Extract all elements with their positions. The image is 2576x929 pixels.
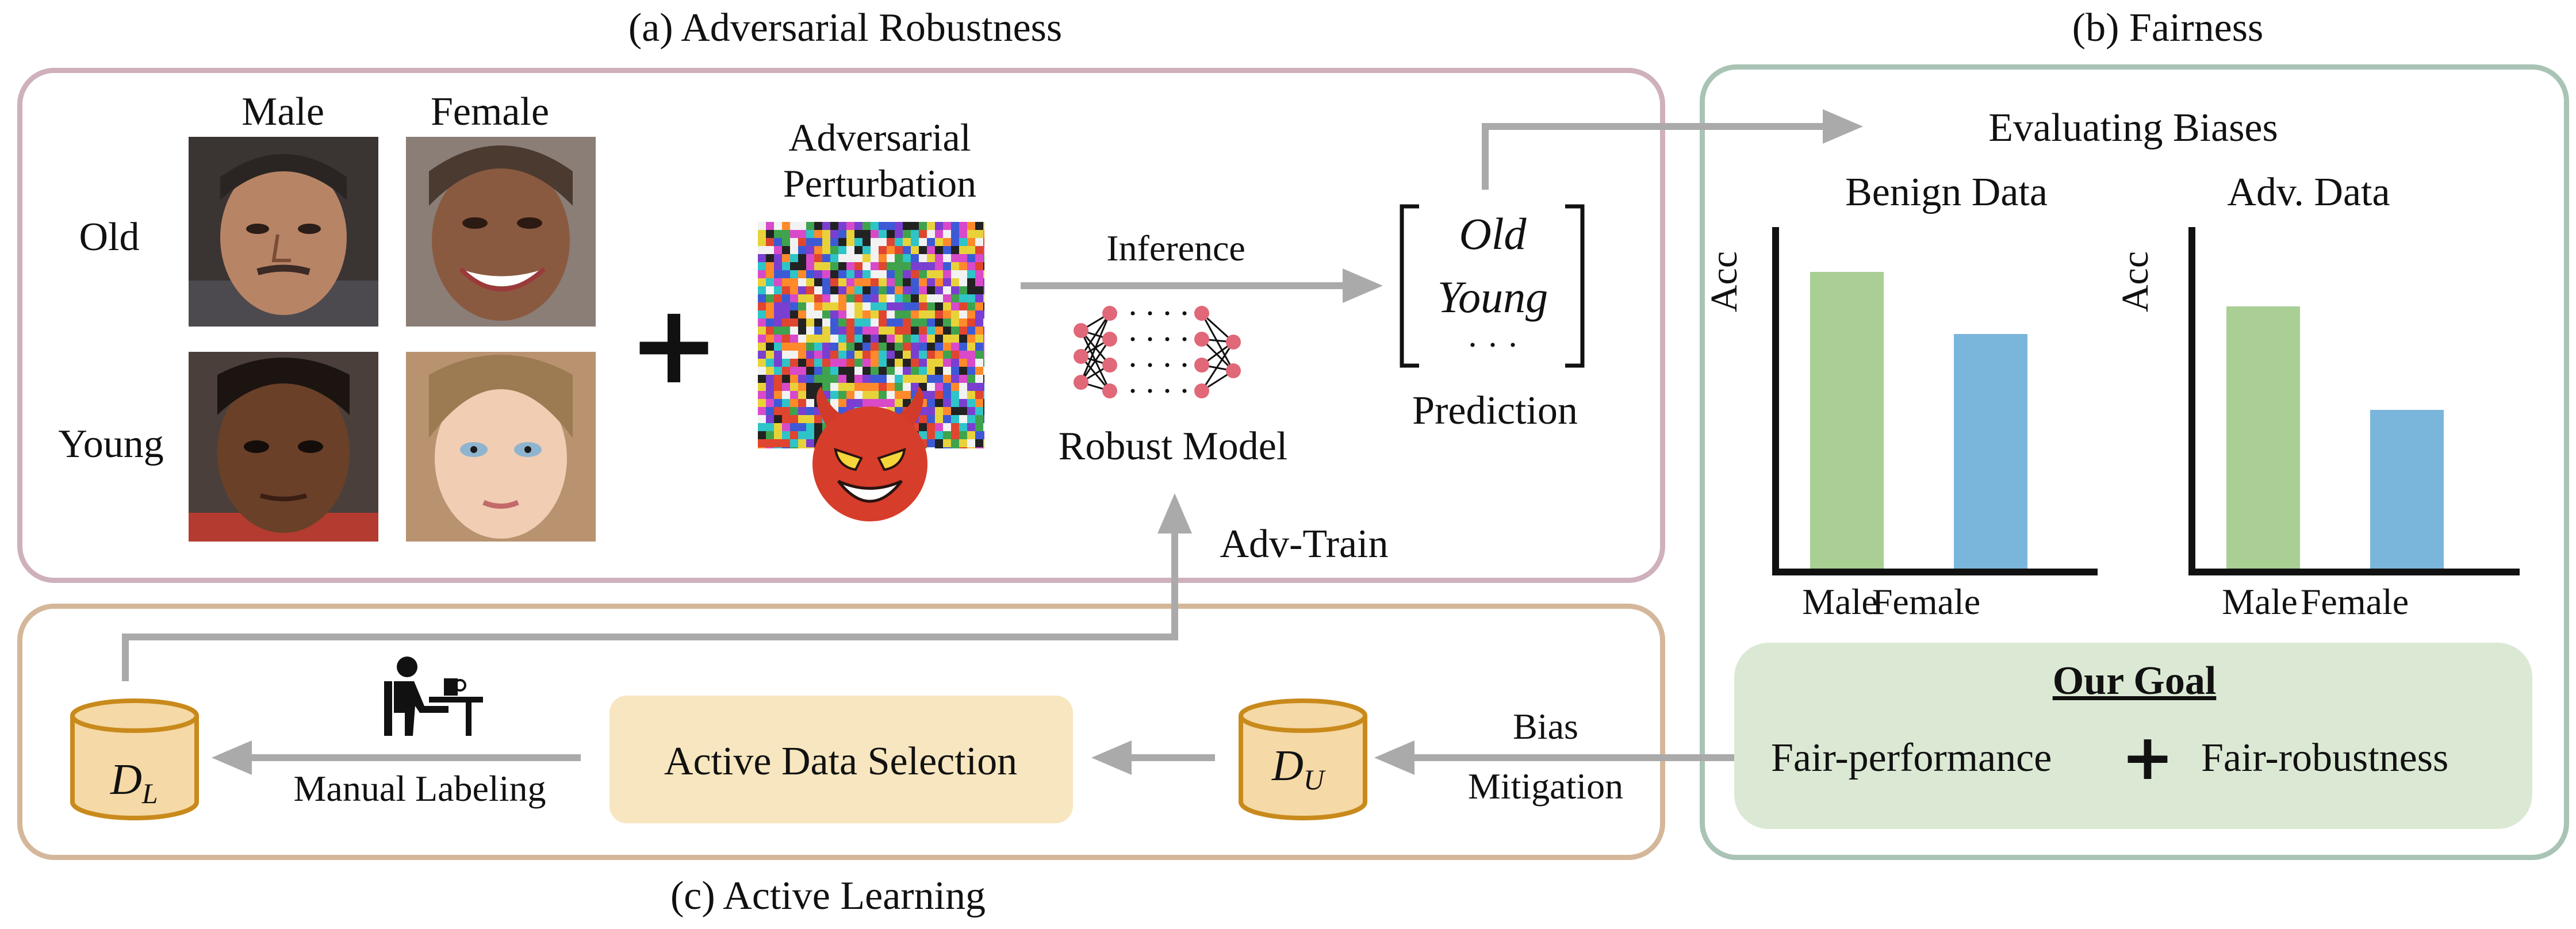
- active-data-selection-box: [610, 696, 1073, 823]
- bar-male-benign: [1810, 272, 1884, 572]
- prediction-item-ellipsis: · · ·: [1467, 326, 1519, 364]
- prediction-label: Prediction: [1412, 389, 1578, 433]
- active-learning-title: (c) Active Learning: [670, 874, 986, 918]
- row-label-young: Young: [58, 422, 164, 466]
- robustness-title: (a) Adversarial Robustness: [628, 6, 1063, 50]
- robust-model-label: Robust Model: [1058, 424, 1288, 469]
- our-goal-box: [1734, 643, 2532, 829]
- prediction-brackets: [1400, 204, 1585, 368]
- bias-mitigation-arrowhead: [1374, 740, 1414, 775]
- perturbation-label-line2: Perturbation: [783, 162, 977, 205]
- manual-labeling-arrowhead: [212, 740, 252, 775]
- our-goal-title: Our Goal: [2052, 659, 2217, 703]
- chart-category-label: Female: [2301, 581, 2409, 622]
- chart-category-label: Male: [1802, 581, 1878, 622]
- chart-y-label: Acc: [2114, 251, 2156, 312]
- chart-title-benign: Benign Data: [1845, 170, 2048, 214]
- face-image-old-female: [406, 137, 596, 327]
- active-data-selection-label: Active Data Selection: [664, 739, 1018, 784]
- unlabeled-set-symbol: DU: [1272, 742, 1324, 796]
- column-label-male: Male: [241, 90, 324, 134]
- prediction-item-young: Young: [1437, 272, 1548, 322]
- face-image-young-female: [406, 352, 596, 542]
- neural-network-icon: [1070, 299, 1276, 414]
- inference-arrowhead: [1343, 268, 1383, 303]
- chart-title-adv: Adv. Data: [2227, 170, 2390, 214]
- face-image-old-male: [189, 137, 378, 327]
- annotator-icon: [384, 657, 483, 736]
- chart-category-label: Male: [2222, 581, 2298, 622]
- evaluating-biases-label: Evaluating Biases: [1988, 106, 2278, 150]
- adv-train-arrowhead: [1157, 493, 1192, 533]
- fair-robustness-label: Fair-robustness: [2201, 736, 2449, 780]
- bar-female-benign: [1954, 334, 2027, 572]
- mitigation-label: Mitigation: [1467, 766, 1624, 807]
- chart-axes: [2188, 227, 2520, 575]
- chart-category-label: Female: [1872, 581, 1980, 622]
- devil-icon: [804, 386, 936, 524]
- adv-train-label: Adv-Train: [1220, 522, 1389, 566]
- chart-axes: [1772, 227, 2098, 575]
- bar-female-adv: [2370, 410, 2444, 572]
- adv-train-arrow-line: [122, 528, 1178, 681]
- inference-label: Inference: [1106, 228, 1245, 268]
- unlabeled-database-icon: [1239, 698, 1367, 820]
- bar-male-adv: [2226, 306, 2300, 572]
- selection-arrowhead: [1091, 740, 1132, 775]
- evaluate-arrowhead: [1823, 109, 1863, 144]
- face-image-young-male: [189, 352, 378, 542]
- manual-labeling-label: Manual Labeling: [293, 768, 546, 809]
- labeled-database-icon: [70, 698, 199, 820]
- row-label-old: Old: [79, 215, 140, 259]
- fairness-title: (b) Fairness: [2072, 6, 2264, 50]
- column-label-female: Female: [430, 90, 550, 134]
- fair-performance-label: Fair-performance: [1771, 736, 2052, 780]
- labeled-set-symbol: DL: [110, 755, 158, 810]
- goal-plus-sign: +: [2121, 720, 2175, 794]
- plus-sign: +: [628, 281, 720, 408]
- bias-label: Bias: [1513, 706, 1578, 747]
- perturbation-label-line1: Adversarial: [788, 116, 971, 159]
- chart-y-label: Acc: [1703, 251, 1745, 312]
- evaluate-arrow-line: [1482, 123, 1828, 190]
- prediction-item-old: Old: [1459, 209, 1527, 259]
